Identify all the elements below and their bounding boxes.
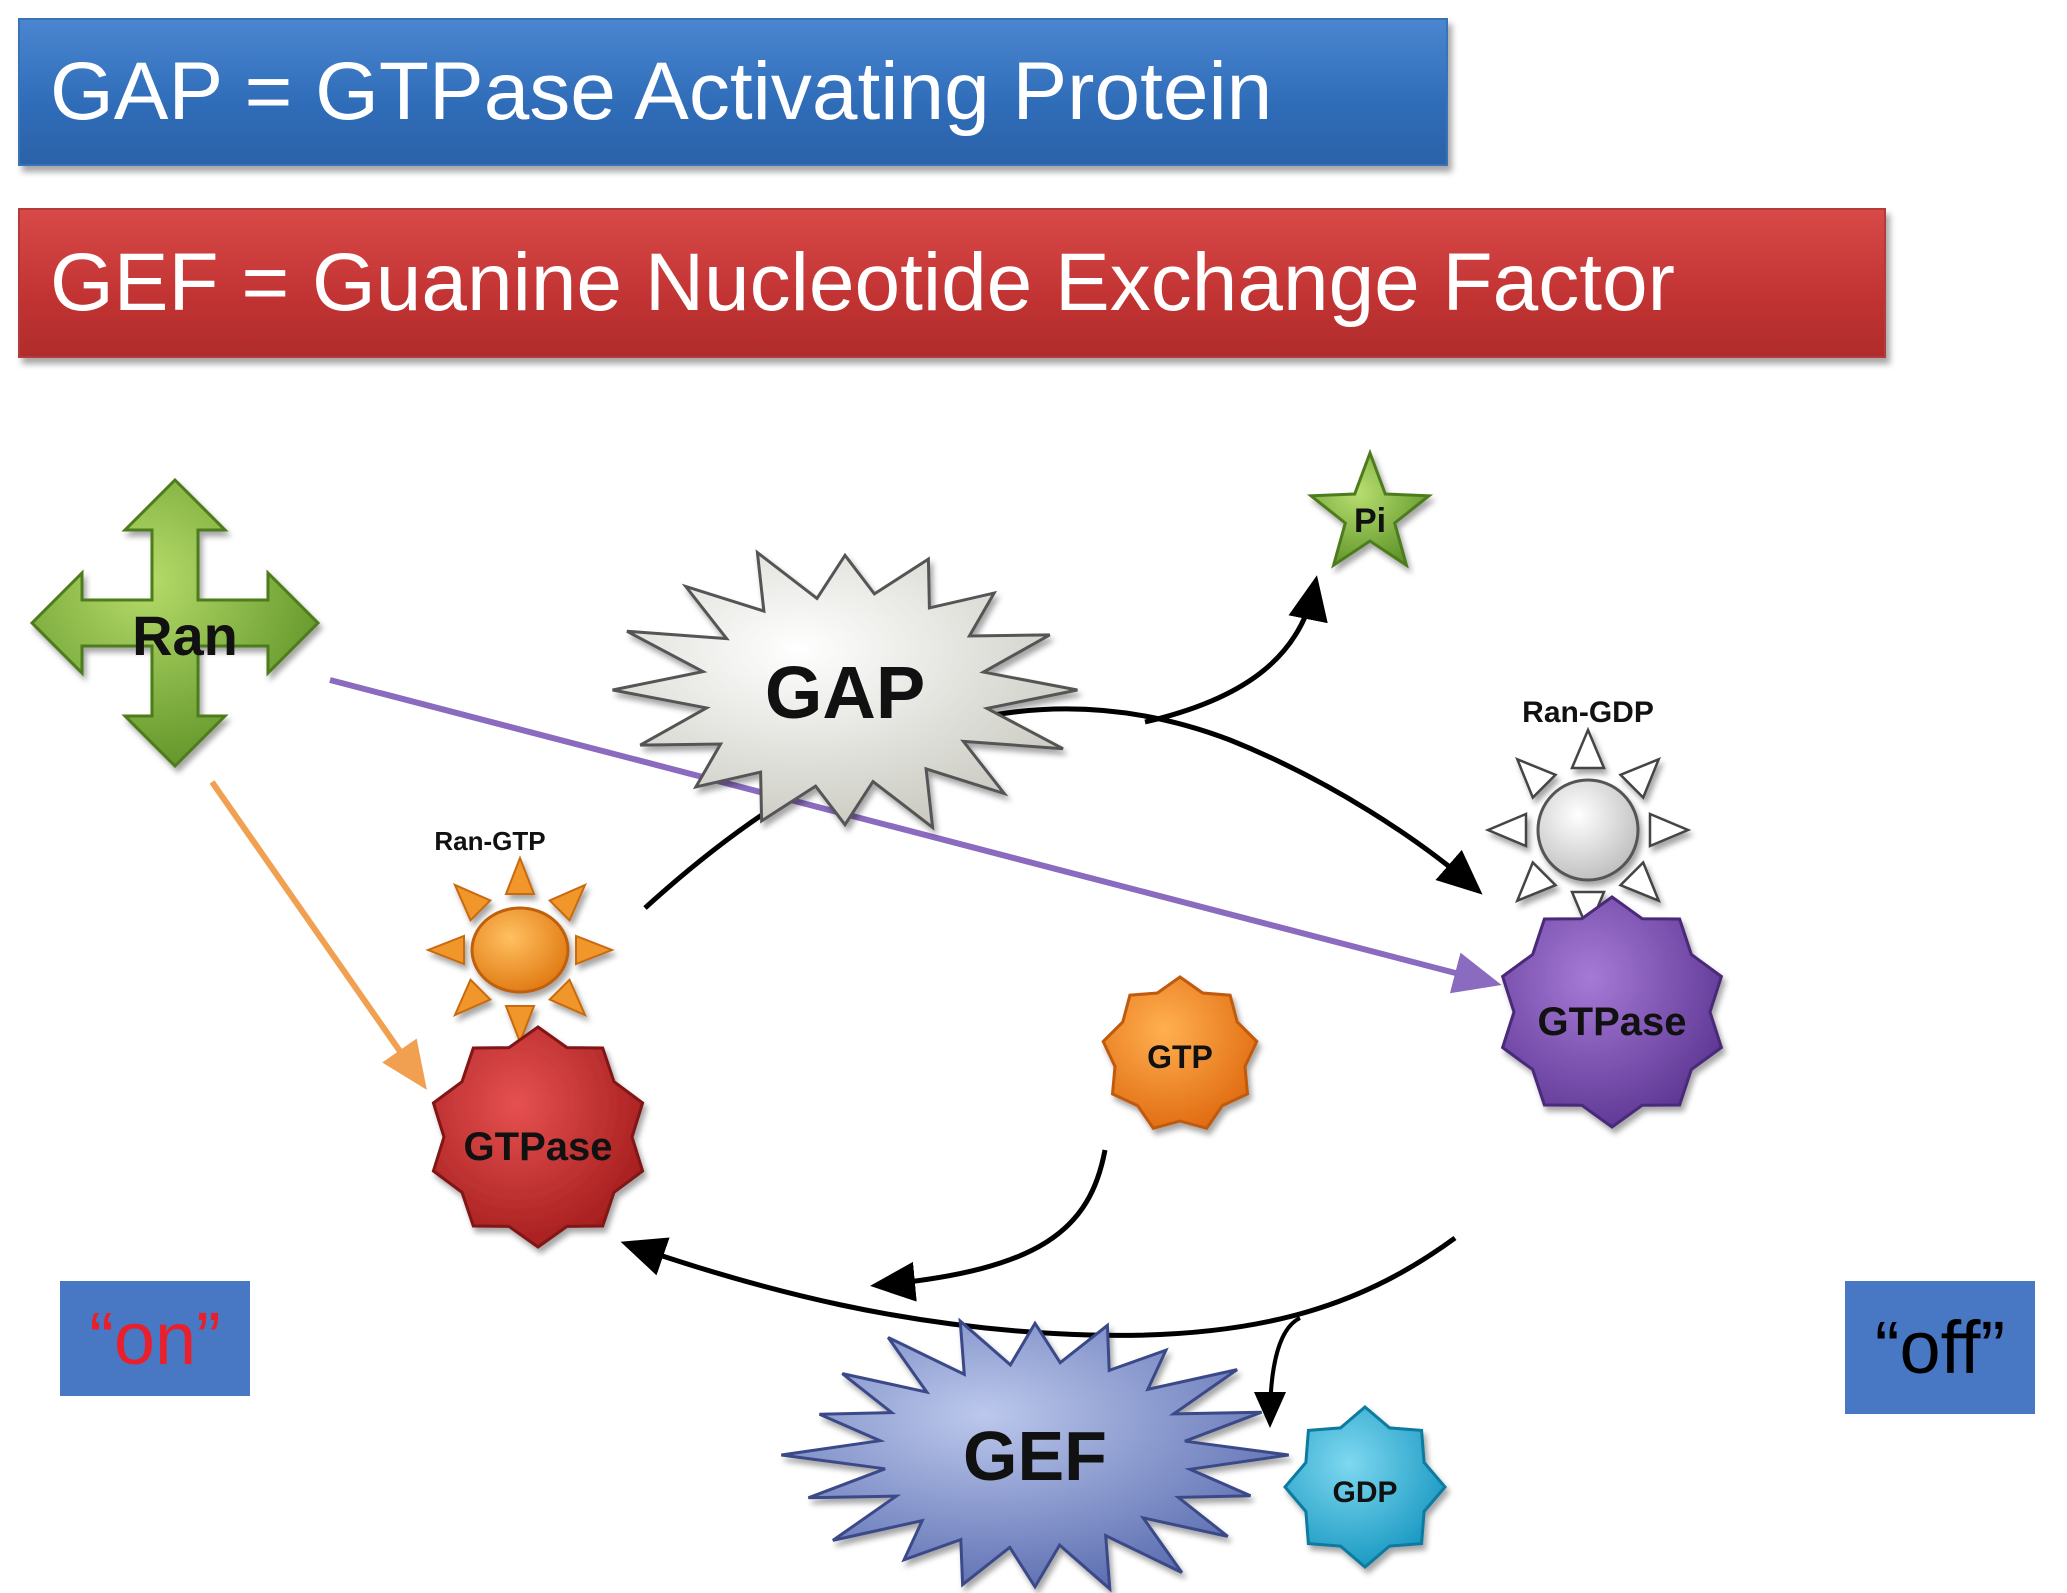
on-state-label: “on” (89, 1297, 221, 1380)
ran-four-way-arrow-icon (29, 477, 321, 769)
gap-definition-banner: GAP = GTPase Activating Protein (18, 18, 1448, 166)
sun-ray (547, 882, 588, 923)
ran-gtp-sun-icon (425, 855, 615, 1045)
sun-ray (452, 882, 493, 923)
sun-ray (575, 934, 615, 966)
gtp-label: GTP (1147, 1039, 1213, 1075)
sun-ray (1515, 860, 1558, 903)
gef-definition-banner: GEF = Guanine Nucleotide Exchange Factor (18, 208, 1886, 358)
gap-label: GAP (765, 651, 925, 734)
ran-to-off-arrow (329, 677, 1502, 994)
gtpase-on-label: GTPase (464, 1125, 613, 1169)
sun-ray (1618, 860, 1661, 903)
pi-release-arrow (1144, 575, 1328, 725)
sun-ray (1570, 726, 1606, 770)
sun-ray (504, 855, 536, 895)
gdp-release-arrow (1254, 1316, 1302, 1428)
sun-ray (1484, 812, 1528, 848)
gef-definition-text: GEF = Guanine Nucleotide Exchange Factor (50, 237, 1675, 328)
off-state-label: “off” (1874, 1306, 2006, 1389)
sun-ray (1648, 812, 1692, 848)
gap-explosion-icon (612, 549, 1078, 831)
sun-ray (1515, 757, 1558, 800)
gap-definition-text: GAP = GTPase Activating Protein (50, 46, 1273, 137)
gtpase-off-label: GTPase (1538, 1000, 1687, 1044)
sun-ray (425, 934, 465, 966)
ran-gtp-label: Ran-GTP (434, 826, 545, 856)
gtpase-off-badge-icon (1500, 895, 1724, 1129)
ran-label: Ran (132, 604, 238, 667)
sun-ray (547, 977, 588, 1018)
gtpase-on-badge-icon (431, 1025, 645, 1249)
pi-label: Pi (1354, 502, 1386, 540)
ran-gdp-label: Ran-GDP (1522, 696, 1654, 729)
gtp-badge-icon (1101, 975, 1259, 1131)
gdp-badge-icon (1283, 1405, 1447, 1569)
ran-gdp-sun-icon (1484, 726, 1692, 934)
sun-ray (504, 1005, 536, 1045)
sun-ray (452, 977, 493, 1018)
on-state-box: “on” (60, 1281, 250, 1396)
gef-label: GEF (963, 1417, 1107, 1495)
gdp-label: GDP (1332, 1476, 1397, 1509)
gtp-binding-arrow (870, 1149, 1108, 1302)
pi-star-icon (1306, 448, 1434, 569)
ran-to-on-arrow (209, 780, 427, 1090)
gef-exchange-arrow (620, 1235, 1457, 1338)
sun-ray (1618, 757, 1661, 800)
off-state-box: “off” (1845, 1281, 2035, 1414)
gef-explosion-icon (781, 1317, 1289, 1593)
